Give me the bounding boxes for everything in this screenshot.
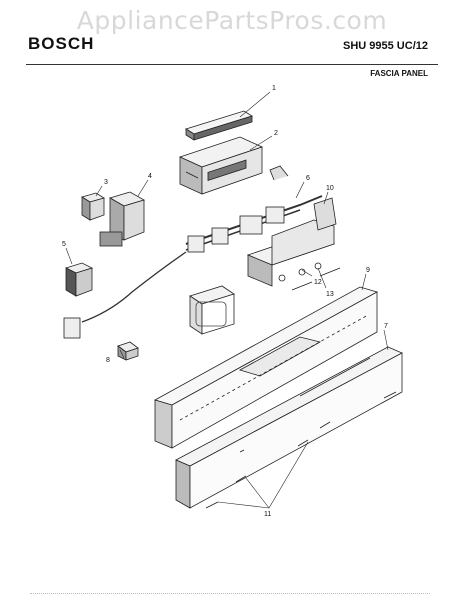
callout-13: 13 bbox=[326, 291, 334, 298]
button-tab bbox=[189, 285, 235, 335]
callout-7: 7 bbox=[384, 323, 388, 330]
part-7-outer-cover bbox=[175, 346, 403, 509]
callout-labels: 1 2 3 4 5 6 7 8 9 10 11 12 13 bbox=[62, 85, 388, 518]
watermark: AppliancePartsPros.com bbox=[76, 6, 388, 35]
callout-2: 2 bbox=[274, 130, 278, 137]
footer-rule bbox=[30, 591, 430, 594]
callout-6: 6 bbox=[306, 175, 310, 182]
callout-12: 12 bbox=[314, 279, 322, 286]
part-2-electronic-module bbox=[178, 136, 264, 195]
callout-5: 5 bbox=[62, 241, 66, 248]
section-title: FASCIA PANEL bbox=[370, 69, 428, 78]
callout-8: 8 bbox=[106, 357, 110, 364]
part-9-inner-panel bbox=[153, 286, 379, 449]
part-12-13-fasteners bbox=[278, 262, 341, 291]
part-8-knob bbox=[117, 341, 139, 361]
part-1-display-strip bbox=[185, 110, 253, 141]
callout-10: 10 bbox=[326, 185, 334, 192]
leader-lines bbox=[65, 91, 389, 509]
callout-4: 4 bbox=[148, 173, 152, 180]
part-3-relay bbox=[81, 192, 105, 221]
part-11-screws bbox=[205, 391, 397, 509]
callout-1: 1 bbox=[272, 85, 276, 92]
part-6-wiring-harness bbox=[63, 165, 323, 339]
part-4-switch-assembly bbox=[99, 191, 146, 247]
callout-11: 11 bbox=[264, 511, 271, 518]
part-5-connector-block bbox=[64, 262, 94, 297]
callout-3: 3 bbox=[104, 179, 108, 186]
header-rule bbox=[26, 64, 438, 65]
callout-9: 9 bbox=[366, 267, 370, 274]
model-number: SHU 9955 UC/12 bbox=[343, 40, 428, 52]
part-10-bracket bbox=[246, 197, 337, 287]
brand-logo: BOSCH bbox=[28, 34, 95, 53]
